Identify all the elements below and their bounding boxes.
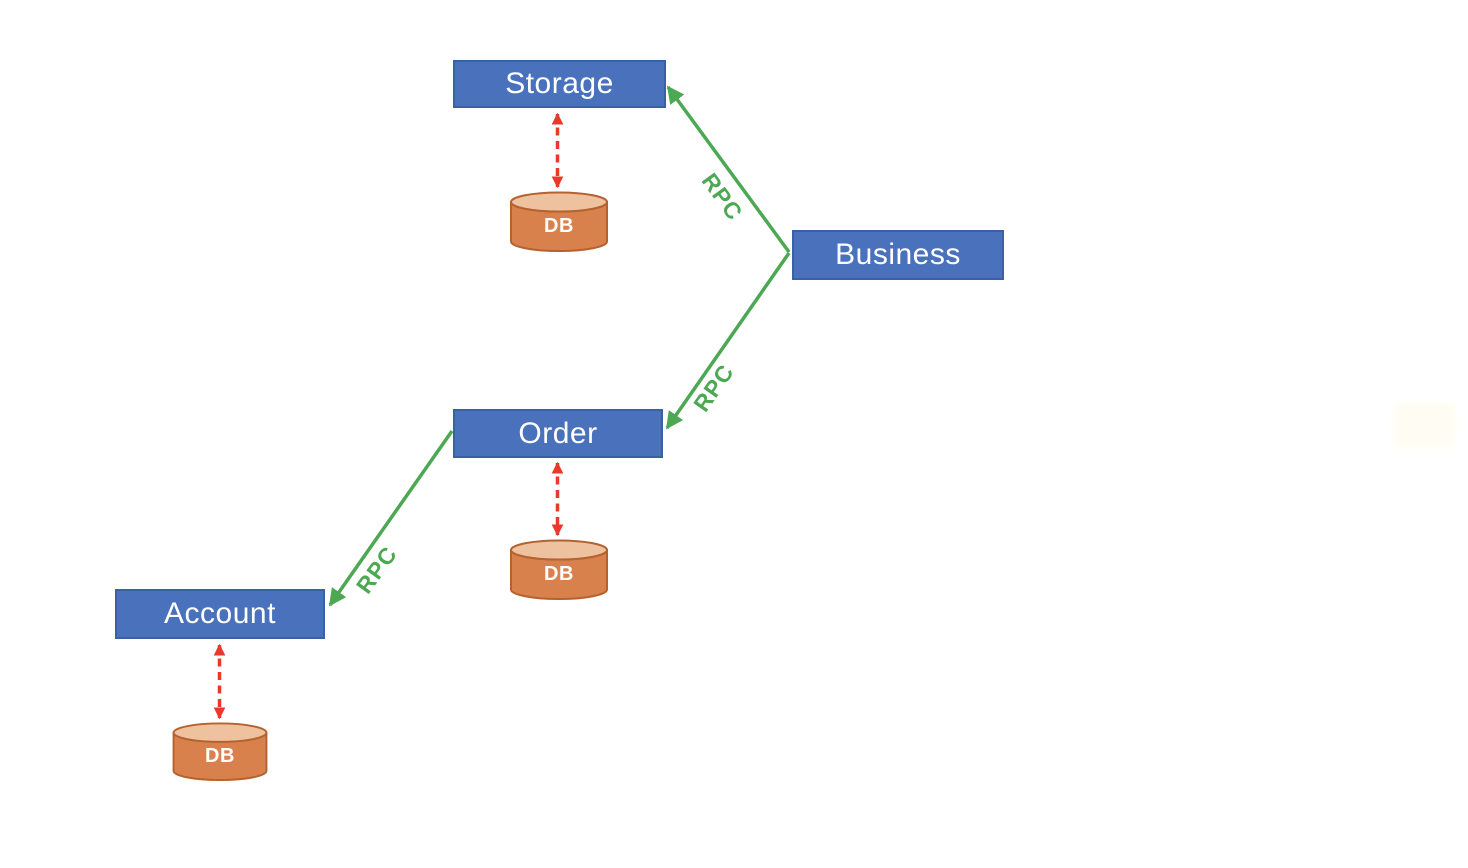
rpc-arrow-order-to-account xyxy=(328,429,454,607)
database-storage: DB xyxy=(509,191,609,253)
database-account-label: DB xyxy=(205,745,235,767)
rpc-arrow-business-to-storage xyxy=(666,85,791,254)
database-cylinder-icon xyxy=(510,191,608,252)
database-cylinder-icon xyxy=(172,722,268,782)
node-order: Order xyxy=(453,409,663,458)
database-cylinder-icon xyxy=(510,539,608,600)
node-order-label: Order xyxy=(518,416,598,450)
node-storage: Storage xyxy=(453,60,666,108)
node-account-label: Account xyxy=(164,597,276,630)
faint-watermark xyxy=(1393,402,1455,448)
database-account: DB xyxy=(170,722,270,782)
node-account: Account xyxy=(115,589,325,639)
database-storage-label: DB xyxy=(544,215,574,237)
rpc-arrow-business-to-order xyxy=(665,251,791,430)
database-order: DB xyxy=(509,539,609,601)
node-storage-label: Storage xyxy=(505,67,614,100)
node-business-label: Business xyxy=(835,238,961,271)
node-business: Business xyxy=(792,230,1004,280)
database-order-label: DB xyxy=(544,563,574,585)
